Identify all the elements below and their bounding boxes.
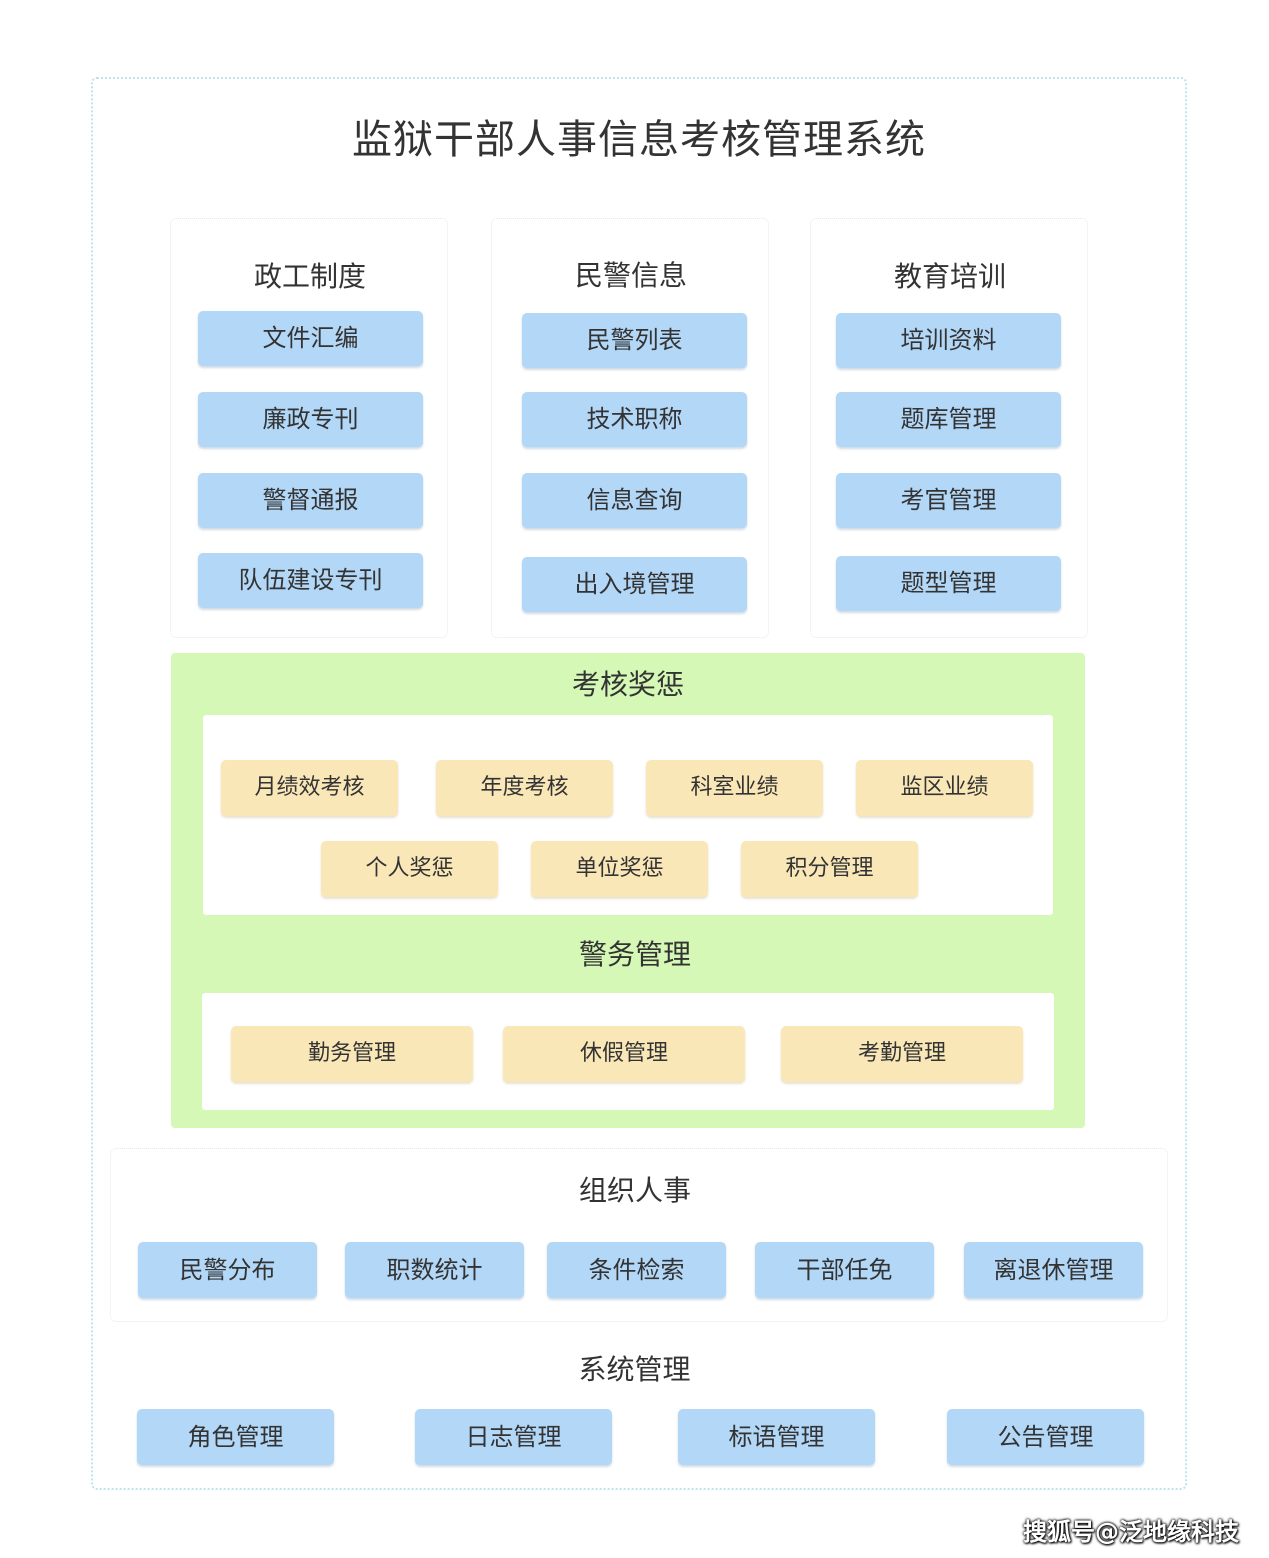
police-affairs-item[interactable]: 休假管理 bbox=[503, 1026, 745, 1082]
module-button[interactable]: 廉政专刊 bbox=[198, 392, 423, 447]
column-panel-political: 政工制度 文件汇编 廉政专刊 警督通报 队伍建设专刊 bbox=[170, 218, 448, 638]
module-button[interactable]: 考官管理 bbox=[836, 473, 1061, 528]
police-affairs-item[interactable]: 勤务管理 bbox=[231, 1026, 473, 1082]
module-button[interactable]: 警督通报 bbox=[198, 473, 423, 528]
assessment-item[interactable]: 个人奖惩 bbox=[321, 841, 498, 897]
police-affairs-box: 勤务管理 休假管理 考勤管理 bbox=[202, 993, 1054, 1110]
system-item[interactable]: 公告管理 bbox=[947, 1409, 1144, 1465]
system-item[interactable]: 标语管理 bbox=[678, 1409, 875, 1465]
police-affairs-item[interactable]: 考勤管理 bbox=[781, 1026, 1023, 1082]
system-item[interactable]: 角色管理 bbox=[137, 1409, 334, 1465]
assessment-item[interactable]: 单位奖惩 bbox=[531, 841, 708, 897]
organization-item[interactable]: 职数统计 bbox=[345, 1242, 524, 1298]
assessment-panel: 考核奖惩 月绩效考核 年度考核 科室业绩 监区业绩 个人奖惩 单位奖惩 积分管理… bbox=[171, 653, 1085, 1128]
column-title: 民警信息 bbox=[574, 259, 687, 292]
organization-item[interactable]: 条件检索 bbox=[547, 1242, 726, 1298]
section-title-system: 系统管理 bbox=[578, 1353, 691, 1386]
section-title-organization: 组织人事 bbox=[578, 1174, 691, 1207]
section-title-police-affairs: 警务管理 bbox=[578, 938, 691, 971]
module-button[interactable]: 题库管理 bbox=[836, 392, 1061, 447]
assessment-item[interactable]: 月绩效考核 bbox=[221, 760, 398, 816]
module-button[interactable]: 培训资料 bbox=[836, 313, 1061, 368]
section-title-assessment: 考核奖惩 bbox=[571, 668, 684, 701]
assessment-item[interactable]: 科室业绩 bbox=[646, 760, 823, 816]
organization-item[interactable]: 干部任免 bbox=[755, 1242, 934, 1298]
module-button[interactable]: 出入境管理 bbox=[522, 557, 747, 612]
page-title: 监狱干部人事信息考核管理系统 bbox=[352, 117, 926, 163]
column-panel-training: 教育培训 培训资料 题库管理 考官管理 题型管理 bbox=[810, 218, 1088, 638]
organization-item[interactable]: 离退休管理 bbox=[964, 1242, 1143, 1298]
organization-item[interactable]: 民警分布 bbox=[138, 1242, 317, 1298]
module-button[interactable]: 题型管理 bbox=[836, 556, 1061, 611]
assessment-item[interactable]: 积分管理 bbox=[741, 841, 918, 897]
module-button[interactable]: 民警列表 bbox=[522, 313, 747, 368]
assessment-item[interactable]: 监区业绩 bbox=[856, 760, 1033, 816]
organization-panel: 组织人事 民警分布 职数统计 条件检索 干部任免 离退休管理 bbox=[110, 1148, 1168, 1322]
system-item[interactable]: 日志管理 bbox=[415, 1409, 612, 1465]
outer-frame bbox=[91, 77, 1187, 1490]
watermark: 搜狐号@泛地缘科技 bbox=[1023, 1518, 1239, 1546]
assessment-box: 月绩效考核 年度考核 科室业绩 监区业绩 个人奖惩 单位奖惩 积分管理 bbox=[203, 715, 1053, 915]
module-button[interactable]: 文件汇编 bbox=[198, 311, 423, 366]
column-title: 政工制度 bbox=[253, 260, 366, 293]
assessment-item[interactable]: 年度考核 bbox=[436, 760, 613, 816]
module-button[interactable]: 信息查询 bbox=[522, 473, 747, 528]
module-button[interactable]: 技术职称 bbox=[522, 392, 747, 447]
column-title: 教育培训 bbox=[893, 260, 1006, 293]
module-button[interactable]: 队伍建设专刊 bbox=[198, 553, 423, 608]
column-panel-police-info: 民警信息 民警列表 技术职称 信息查询 出入境管理 bbox=[491, 218, 769, 638]
